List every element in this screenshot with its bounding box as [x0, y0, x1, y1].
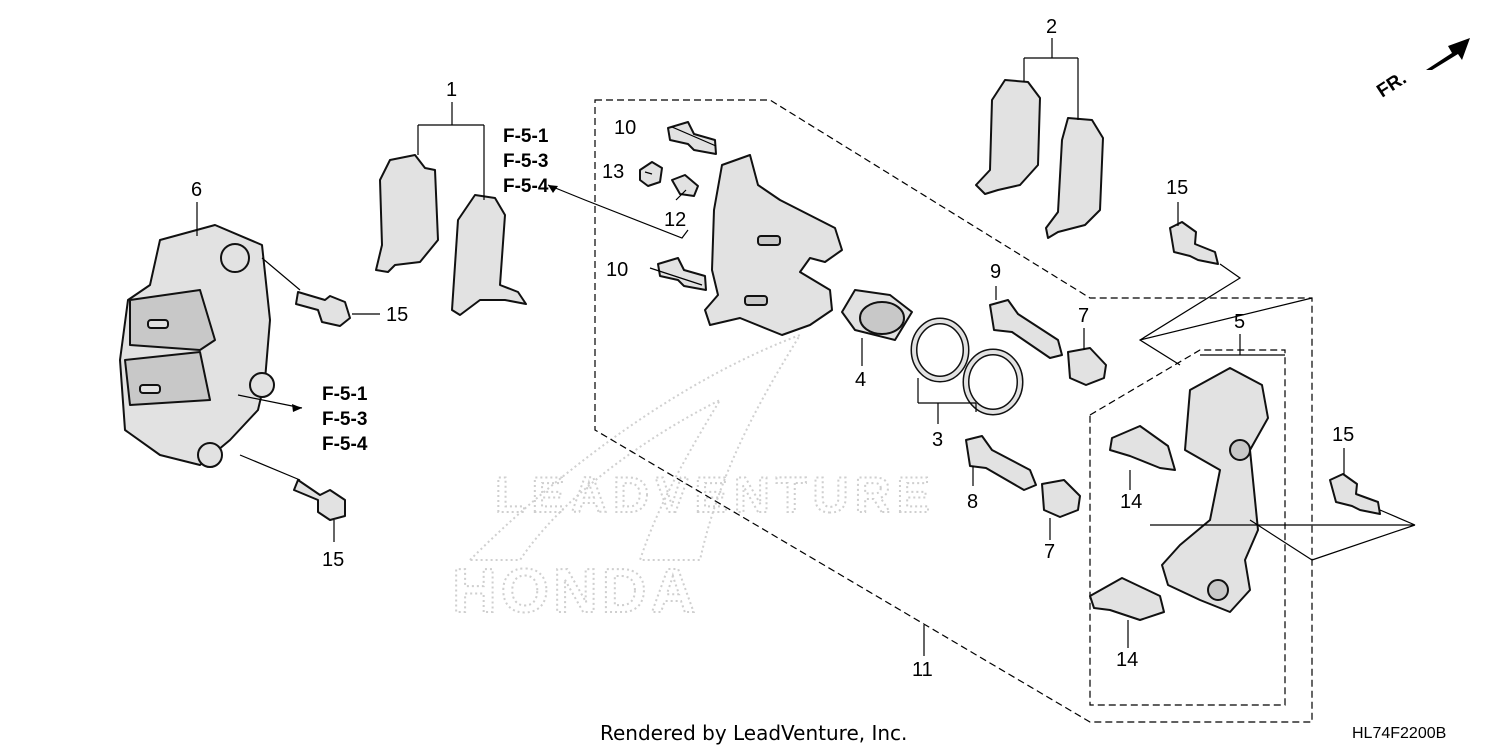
- callout-15-right-bottom: 15: [1332, 424, 1354, 446]
- brake-pad-set-2: [975, 79, 1104, 239]
- ref-top-3: F-5-4: [503, 176, 549, 197]
- leader-lines: [196, 38, 1416, 656]
- bolt-part-right-bottom: [1329, 473, 1381, 515]
- maker-watermark: HONDA: [452, 557, 699, 626]
- caliper-body-part: [119, 224, 275, 468]
- callout-10-upper: 10: [614, 117, 636, 139]
- callout-14-upper: 14: [1120, 491, 1142, 513]
- ref-top-2: F-5-3: [503, 151, 548, 172]
- wing-logo-watermark: [467, 333, 803, 561]
- boot-part-upper: [1067, 347, 1107, 386]
- diagram-code: HL74F2200B: [1352, 725, 1446, 742]
- callout-7-lower: 7: [1044, 541, 1055, 563]
- main-caliper-part: [704, 154, 843, 336]
- reference-block-left: F-5-1 F-5-3 F-5-4: [322, 384, 368, 455]
- pin-bolt-lower: [657, 257, 707, 291]
- boot-part-lower: [1041, 479, 1081, 518]
- pad-spring-upper: [1109, 425, 1176, 471]
- callout-4: 4: [855, 369, 866, 391]
- seal-part-a: [910, 317, 970, 383]
- callout-7-upper: 7: [1078, 305, 1089, 327]
- callout-6: 6: [191, 179, 202, 201]
- front-arrow-icon: [1426, 38, 1470, 70]
- bleeder-screw-part: [671, 174, 699, 197]
- callout-13: 13: [602, 161, 624, 183]
- callout-15-left-bottom: 15: [322, 549, 344, 571]
- ref-left-1: F-5-1: [322, 384, 368, 405]
- seal-part-b: [962, 348, 1024, 416]
- front-direction-indicator: FR.: [1373, 38, 1470, 102]
- callout-1: 1: [446, 79, 457, 101]
- callout-12: 12: [664, 209, 686, 231]
- callout-9: 9: [990, 261, 1001, 283]
- watermark-group: LEADVENTURE HONDA: [451, 333, 936, 627]
- brand-watermark: LEADVENTURE: [495, 467, 936, 523]
- pad-spring-lower: [1089, 577, 1165, 621]
- caliper-assembly-outline: [594, 99, 1313, 723]
- piston-part: [841, 289, 913, 341]
- ref-top-1: F-5-1: [503, 126, 549, 147]
- callout-2: 2: [1046, 16, 1057, 38]
- caliper-bracket-part: [1161, 367, 1269, 613]
- ref-left-2: F-5-3: [322, 409, 367, 430]
- bolt-part-right-top: [1169, 221, 1219, 265]
- reference-block-top: F-5-1 F-5-3 F-5-4: [503, 126, 549, 197]
- bolt-part-left-bottom: [293, 479, 346, 521]
- slide-pin-upper: [989, 299, 1063, 359]
- callout-15-right-top: 15: [1166, 177, 1188, 199]
- callout-labels: 1 2 6 15 15 15 15 10 10 13 12 4 3 9 7 8 …: [191, 16, 1354, 681]
- brake-pad-set-1: [375, 154, 527, 316]
- ref-left-3: F-5-4: [322, 434, 368, 455]
- callout-14-lower: 14: [1116, 649, 1138, 671]
- pin-bolt-upper: [667, 121, 717, 155]
- callout-5: 5: [1234, 311, 1245, 333]
- slide-pin-lower: [965, 435, 1037, 491]
- rendered-by-text: Rendered by LeadVenture, Inc.: [600, 721, 907, 745]
- callout-11: 11: [912, 659, 933, 681]
- front-label: FR.: [1373, 68, 1410, 102]
- callout-15-left-top: 15: [386, 304, 408, 326]
- callout-3: 3: [932, 429, 943, 451]
- callout-10-lower: 10: [606, 259, 628, 281]
- bracket-subassembly-outline: [1089, 349, 1286, 706]
- bolt-part-left-top: [295, 291, 351, 327]
- callout-8: 8: [967, 491, 978, 513]
